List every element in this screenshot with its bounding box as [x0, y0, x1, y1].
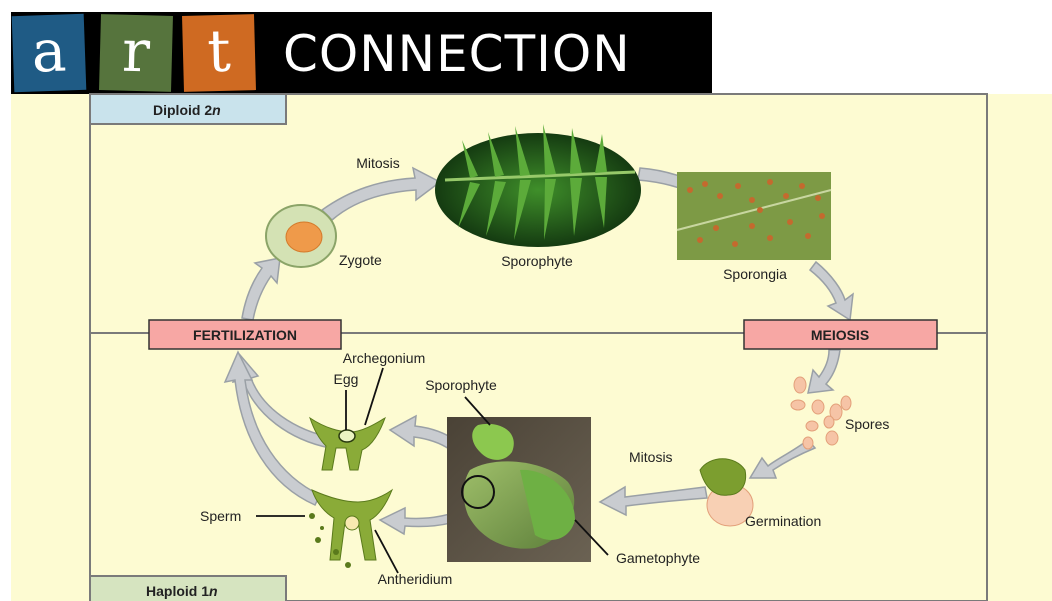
mitosis-bottom-label: Mitosis — [629, 449, 673, 465]
meiosis-label: MEIOSIS — [811, 327, 869, 343]
sporophyte-bottom-label: Sporophyte — [425, 377, 497, 393]
sporangia-label: Sporongia — [723, 266, 787, 282]
gametophyte-photo — [447, 417, 591, 562]
archegonium-label: Archegonium — [343, 350, 426, 366]
mitosis-top-label: Mitosis — [356, 155, 400, 171]
sperm-label: Sperm — [200, 508, 241, 524]
spores-label: Spores — [845, 416, 889, 432]
haploid-label: Haploid 1n — [146, 583, 218, 599]
zygote-image — [266, 205, 336, 267]
gametophyte-label: Gametophyte — [616, 550, 700, 566]
antheridium-label: Antheridium — [378, 571, 453, 587]
sporophyte-top-label: Sporophyte — [501, 253, 573, 269]
fertilization-label: FERTILIZATION — [193, 327, 297, 343]
sporangia-photo — [677, 172, 831, 260]
egg-label: Egg — [334, 371, 359, 387]
germination-label: Germination — [745, 513, 821, 529]
zygote-label: Zygote — [339, 252, 382, 268]
diploid-label: Diploid 2n — [153, 102, 221, 118]
